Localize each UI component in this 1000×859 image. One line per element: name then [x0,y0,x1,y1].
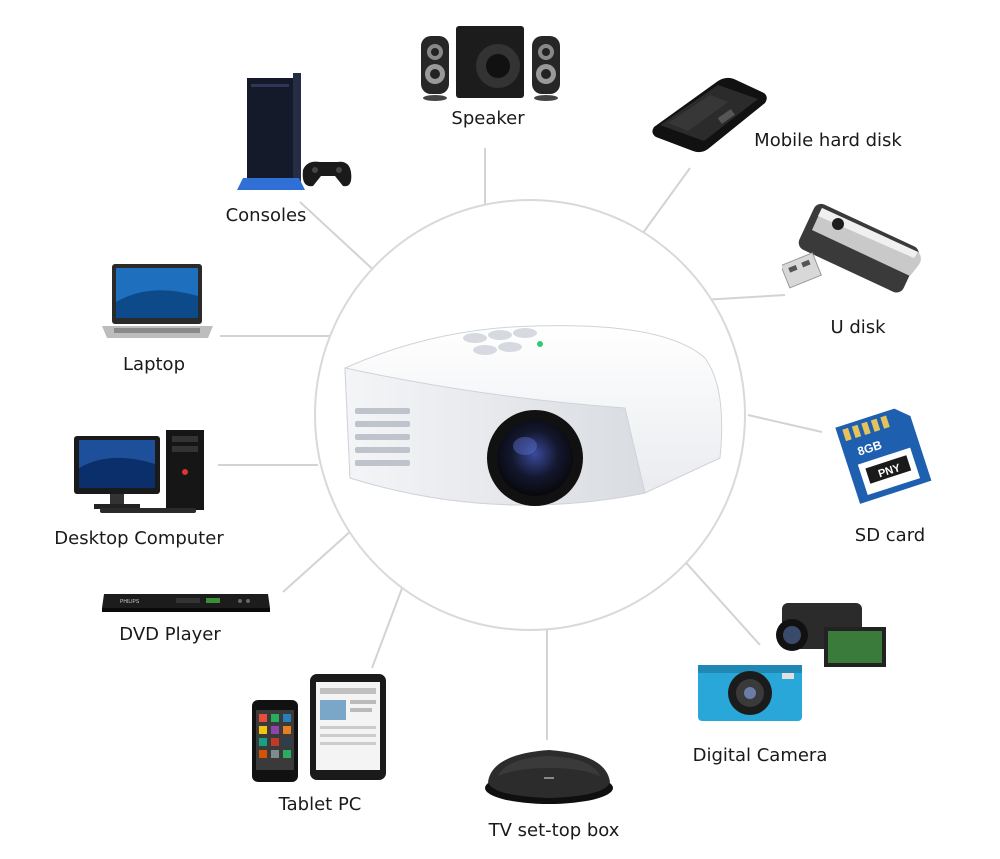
usb-drive-icon [782,200,927,302]
device-label-laptop: Laptop [123,354,185,375]
projector-icon [335,318,725,533]
tablet-icon [250,672,388,784]
console-icon [235,70,355,195]
laptop-icon [100,262,215,340]
device-label-desktop: Desktop Computer [54,528,224,549]
device-label-tablet: Tablet PC [278,794,362,815]
line-consoles [299,201,381,277]
device-label-sd-card: SD card [854,525,926,546]
line-sd-card [747,414,823,433]
device-label-dvd: DVD Player [119,624,221,645]
dvd-player-icon: PHILIPS [100,590,272,616]
device-label-hard-disk: Mobile hard disk [754,130,902,151]
speaker-icon [418,22,563,104]
device-label-camera: Digital Camera [692,745,828,766]
desktop-computer-icon [70,428,220,516]
sd-card-icon: PNY 8GB [826,405,936,505]
dvd-brand-text: PHILIPS [120,599,140,605]
line-u-disk [701,294,786,301]
device-label-consoles: Consoles [225,205,307,226]
set-top-box-icon [482,742,616,808]
camera-icon [696,595,891,725]
device-label-speaker: Speaker [451,108,525,129]
device-label-u-disk: U disk [830,317,886,338]
line-camera [679,555,761,646]
line-dvd [282,529,353,593]
device-label-stb: TV set-top box [488,820,620,841]
line-tablet [371,574,408,669]
hard-disk-icon [648,75,770,155]
